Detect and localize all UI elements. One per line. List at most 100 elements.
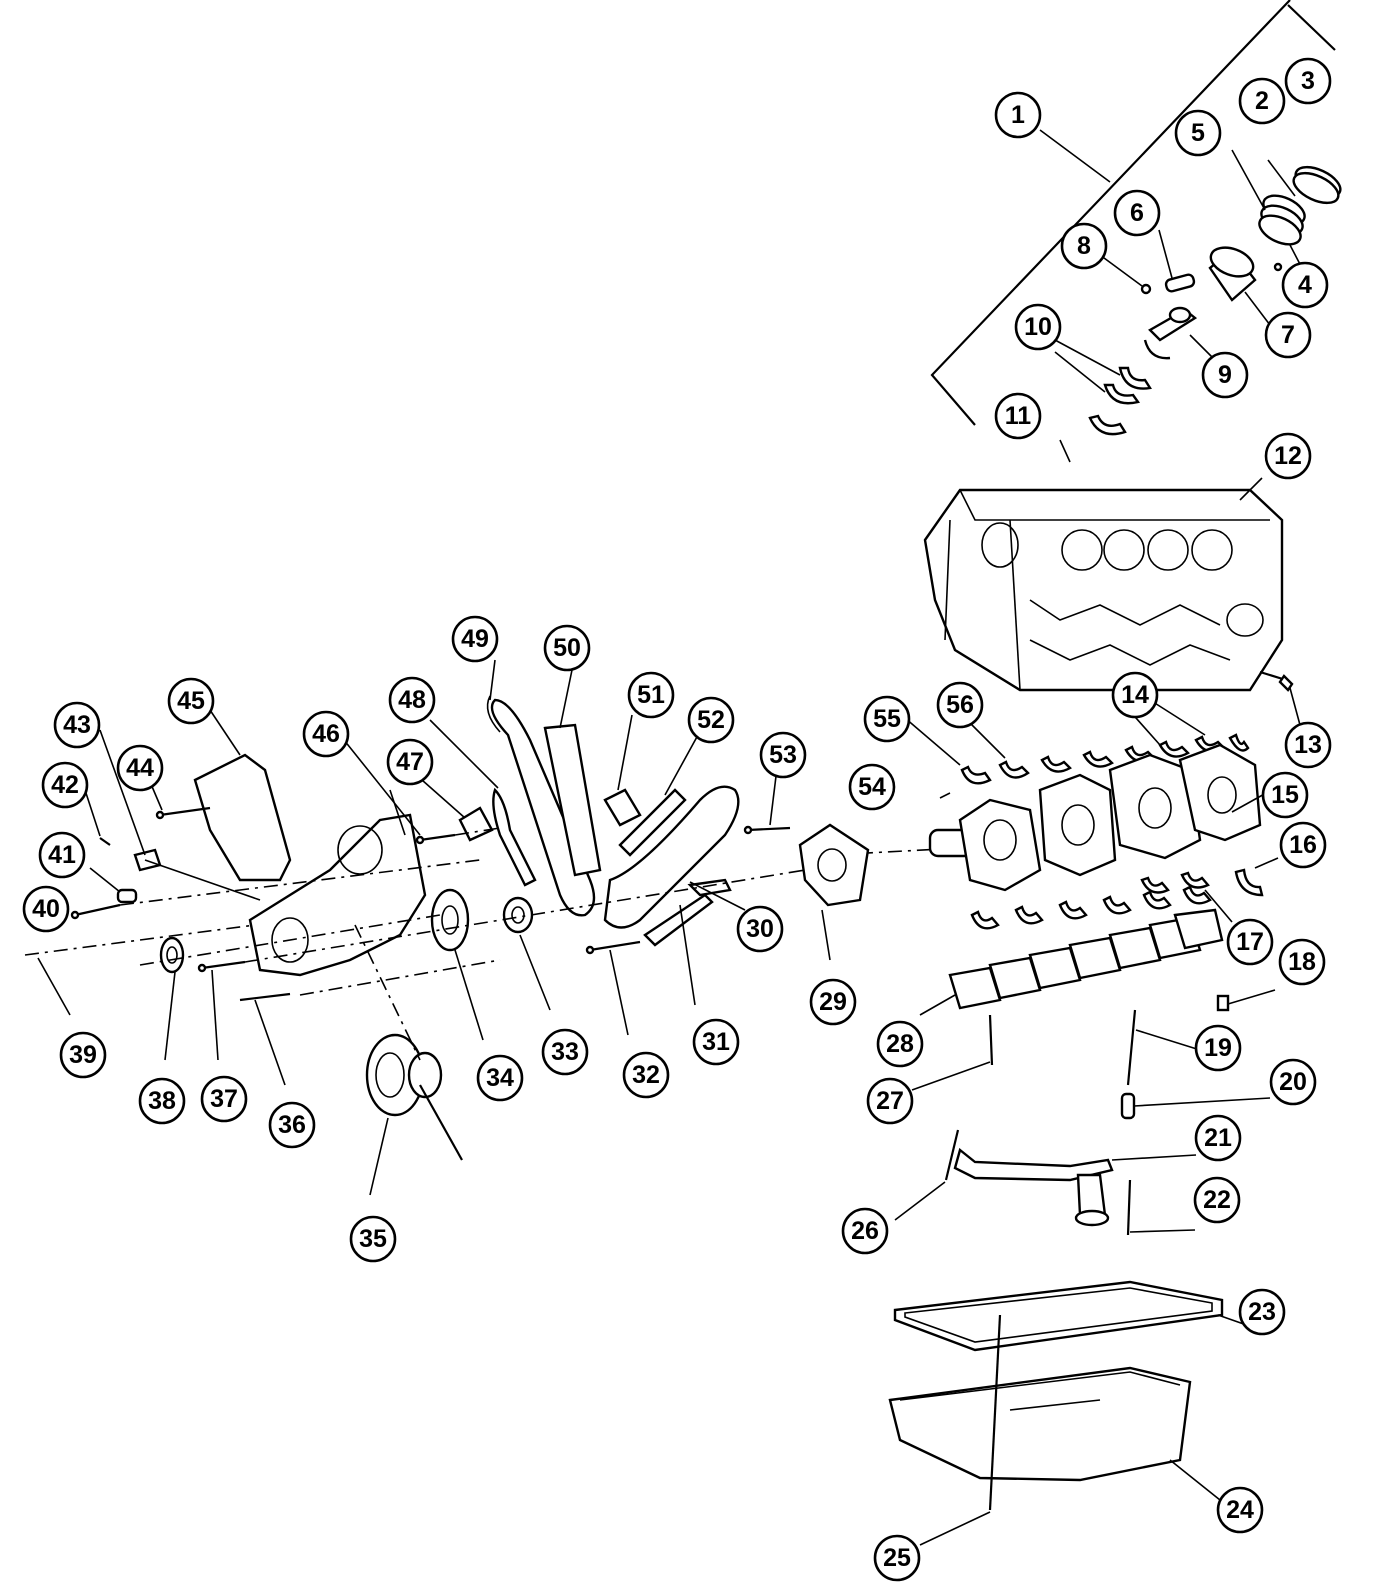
callout-label: 25: [883, 1544, 911, 1572]
callout-label: 3: [1301, 67, 1315, 95]
callout-label: 44: [126, 754, 154, 782]
callout: 24: [1216, 1486, 1264, 1534]
bolt-32: [585, 940, 641, 1036]
callout: 10: [1014, 303, 1062, 351]
callout-label: 40: [32, 895, 60, 923]
callout-label: 30: [746, 915, 774, 943]
oil-pickup: [894, 1092, 1271, 1236]
callout: 5: [1174, 109, 1222, 157]
callout-label: 35: [359, 1225, 387, 1253]
callout: 13: [1284, 721, 1332, 769]
callout-label: 31: [702, 1028, 730, 1056]
callout: 25: [873, 1534, 921, 1582]
callout: 52: [687, 696, 735, 744]
piston-rings-group: [1231, 149, 1342, 271]
callout: 2: [1238, 77, 1286, 125]
callout-label: 34: [486, 1064, 514, 1092]
callout: 7: [1264, 311, 1312, 359]
callout: 48: [388, 676, 436, 724]
block-bolt-13: [1259, 670, 1301, 726]
bolt-37: [197, 960, 246, 1061]
bolt-40: [70, 903, 121, 920]
callout-label: 52: [697, 706, 725, 734]
callout: 1: [994, 91, 1042, 139]
callout-label: 43: [63, 711, 91, 739]
lower-main-bearings: [970, 871, 1233, 930]
callout-label: 5: [1191, 119, 1205, 147]
callout: 18: [1278, 938, 1326, 986]
callout: 49: [451, 615, 499, 663]
callout: 51: [627, 671, 675, 719]
timing-chain-primary: [486, 659, 596, 917]
bolt-46: [339, 734, 456, 845]
callout-label: 17: [1236, 928, 1264, 956]
callout-label: 56: [946, 691, 974, 719]
callout: 20: [1269, 1058, 1317, 1106]
callout: 36: [268, 1101, 316, 1149]
stud-39: [24, 924, 256, 1016]
callout-label: 19: [1204, 1034, 1232, 1062]
callout-label: 51: [637, 681, 665, 709]
callout-label: 23: [1248, 1298, 1276, 1326]
callout: 28: [876, 1020, 924, 1068]
callout: 6: [1113, 189, 1161, 237]
callout: 14: [1111, 671, 1159, 719]
callout-label: 39: [69, 1041, 97, 1069]
callout-label: 7: [1281, 321, 1295, 349]
crankshaft: [829, 743, 1269, 892]
tensioner-51: [603, 714, 642, 827]
callout-label: 28: [886, 1030, 914, 1058]
callout: 38: [138, 1077, 186, 1125]
callout: 40: [22, 885, 70, 933]
callout: 21: [1194, 1114, 1242, 1162]
seal-38: [159, 936, 185, 1061]
callout-label: 18: [1288, 948, 1316, 976]
callout: 47: [386, 738, 434, 786]
main-bearing-caps: [919, 908, 1224, 1016]
callout-label: 49: [461, 625, 489, 653]
callout-label: 27: [876, 1087, 904, 1115]
guide-30-31: [643, 878, 746, 1006]
callout: 22: [1193, 1176, 1241, 1224]
callout: 11: [994, 392, 1042, 440]
callout-label: 20: [1279, 1068, 1307, 1096]
front-cover: [248, 789, 427, 977]
callout-label: 21: [1204, 1124, 1232, 1152]
callout: 54: [848, 763, 896, 811]
bolt-44: [144, 769, 211, 820]
rod-bearings: [1054, 339, 1152, 463]
callout: 43: [53, 701, 101, 749]
callout: 17: [1226, 918, 1274, 966]
callout: 19: [1194, 1024, 1242, 1072]
sprocket-34: [430, 888, 484, 1041]
callout-label: 22: [1203, 1186, 1231, 1214]
callout-label: 14: [1121, 681, 1149, 709]
callout: 34: [476, 1054, 524, 1102]
sprocket-33: [502, 896, 551, 1011]
callout: 56: [936, 681, 984, 729]
callout: 29: [809, 978, 857, 1026]
callout-label: 45: [177, 687, 205, 715]
dowel-41: [89, 867, 138, 904]
timing-chain-guide-50: [543, 669, 602, 877]
callout: 8: [1060, 222, 1108, 270]
assembly-axes: [119, 827, 806, 996]
callout-label: 48: [398, 686, 426, 714]
callout-label: 11: [1005, 402, 1032, 430]
callout: 37: [200, 1075, 248, 1123]
callout: 4: [1281, 261, 1329, 309]
callout-label: 50: [553, 634, 581, 662]
damper-35: [354, 924, 463, 1196]
cap-bolts: [911, 989, 1276, 1091]
oil-pump-29: [798, 823, 870, 961]
callout: 12: [1264, 432, 1312, 480]
piston: [1208, 246, 1283, 326]
oil-pan: [888, 1314, 1221, 1546]
callout-label: 4: [1298, 271, 1312, 299]
callout-label: 36: [278, 1111, 306, 1139]
callout-label: 12: [1274, 442, 1302, 470]
callout-label: 37: [210, 1085, 238, 1113]
cylinder-block: [923, 477, 1284, 692]
